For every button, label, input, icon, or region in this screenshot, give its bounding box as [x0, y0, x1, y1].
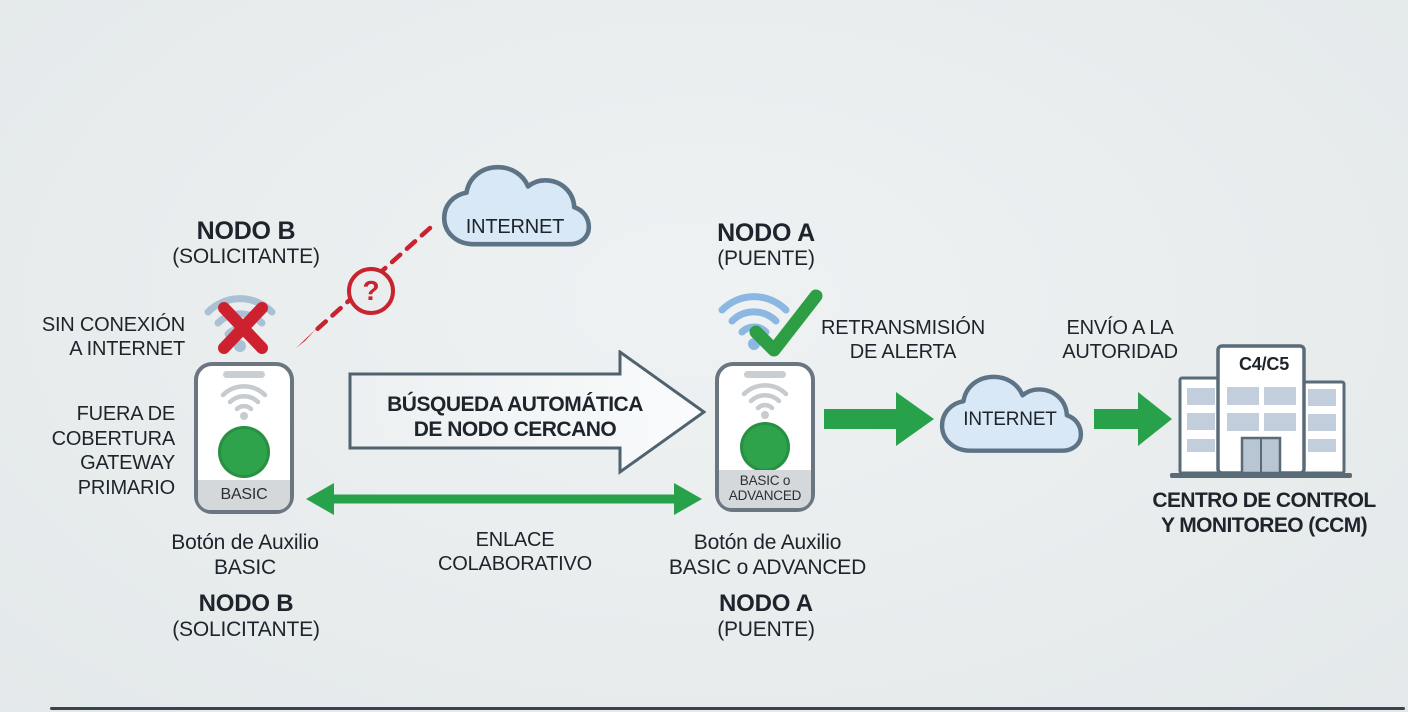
send-to-authority-label: ENVÍO A LA AUTORIDAD — [1062, 317, 1178, 363]
phone-wifi-icon — [741, 383, 789, 419]
x-icon — [218, 302, 268, 354]
link-double-arrow-icon — [306, 483, 702, 515]
node-a-bottom-subtitle: (PUENTE) — [717, 618, 815, 641]
internet-top-label: INTERNET — [465, 216, 565, 238]
wifi-online-icon — [718, 289, 823, 357]
device-type-badge: BASIC o ADVANCED — [719, 470, 811, 508]
relay-arrow-icon — [824, 392, 934, 446]
node-b-caption: Botón de Auxilio BASIC — [171, 531, 319, 580]
authority-arrow-icon — [1094, 392, 1172, 446]
collaborative-link-label: ENLACE COLABORATIVO — [438, 529, 592, 575]
phone-device-node-a: BASIC o ADVANCED — [715, 362, 815, 512]
node-b-bottom-title: NODO B — [198, 590, 294, 617]
check-icon — [749, 289, 823, 357]
sos-button[interactable] — [218, 426, 270, 478]
internet-cloud-top-icon — [441, 164, 592, 247]
phone-notch — [223, 371, 265, 378]
internet-gateway-label: INTERNET — [963, 409, 1057, 430]
phone-device-node-b: BASIC — [194, 362, 294, 514]
building-icon — [1170, 344, 1352, 478]
node-b-no-connection-label: SIN CONEXIÓN A INTERNET — [41, 314, 185, 360]
node-b-title: NODO B — [196, 217, 296, 245]
search-flow-label: BÚSQUEDA AUTOMÁTICA DE NODO CERCANO — [387, 393, 643, 442]
node-b-out-of-coverage-label: FUERA DE COBERTURA GATEWAY PRIMARIO — [51, 403, 176, 499]
node-a-subtitle: (PUENTE) — [717, 247, 815, 270]
sos-button[interactable] — [740, 422, 790, 472]
wifi-offline-icon — [204, 295, 276, 354]
bottom-divider — [50, 707, 1405, 710]
building-windows — [1187, 387, 1336, 452]
alert-relay-label: RETRANSMISIÓN DE ALERTA — [820, 317, 986, 363]
phone-wifi-icon — [220, 384, 268, 420]
node-a-title: NODO A — [717, 219, 815, 247]
node-a-bottom-title: NODO A — [719, 590, 813, 617]
building-label: C4/C5 — [1238, 354, 1290, 374]
phone-notch — [744, 371, 786, 378]
node-b-subtitle: (SOLICITANTE) — [172, 245, 320, 268]
device-type-badge: BASIC — [198, 480, 290, 510]
node-a-caption: Botón de Auxilio BASIC o ADVANCED — [668, 531, 867, 580]
question-mark-glyph: ? — [362, 275, 380, 306]
node-b-bottom-subtitle: (SOLICITANTE) — [172, 618, 320, 641]
search-arrow-icon — [348, 350, 706, 475]
question-mark-badge: ? — [347, 267, 395, 315]
control-center-name: CENTRO DE CONTROL Y MONITOREO (CCM) — [1152, 489, 1376, 538]
internet-cloud-gateway-icon — [939, 374, 1084, 453]
